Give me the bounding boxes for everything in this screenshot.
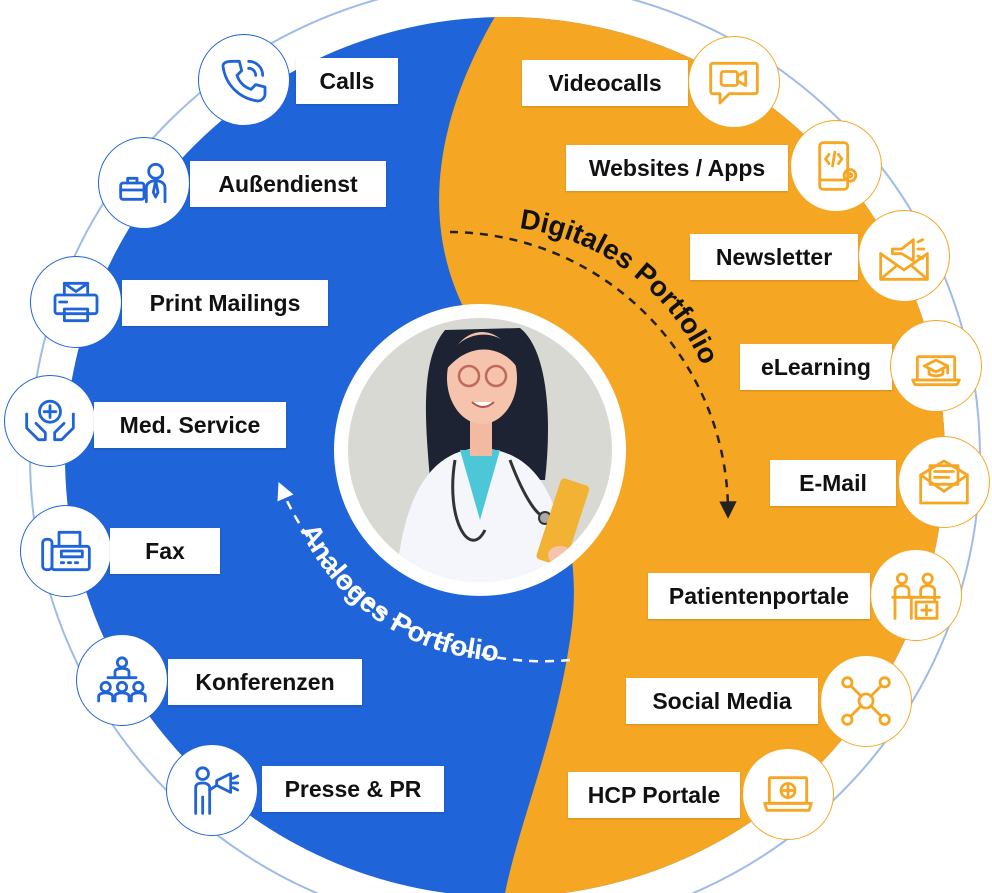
patient-portal-icon bbox=[870, 549, 962, 641]
medical-hands-icon bbox=[4, 375, 96, 467]
digital-item-videocalls: Videocalls bbox=[522, 60, 688, 106]
digital-item-email: E-Mail bbox=[770, 460, 896, 506]
analog-item-konferenzen: Konferenzen bbox=[168, 659, 362, 705]
digital-item-patientenportale: Patientenportale bbox=[648, 573, 870, 619]
elearning-laptop-icon bbox=[890, 320, 982, 412]
smartphone-code-icon bbox=[790, 120, 882, 212]
video-chat-icon bbox=[688, 36, 780, 128]
analog-item-fax: Fax bbox=[110, 528, 220, 574]
digital-item-social-media: Social Media bbox=[626, 678, 818, 724]
analog-item-calls: Calls bbox=[296, 58, 398, 104]
digital-item-newsletter: Newsletter bbox=[690, 234, 858, 280]
field-service-icon bbox=[98, 137, 190, 229]
printer-icon bbox=[30, 256, 122, 348]
network-icon bbox=[820, 655, 912, 747]
fax-icon bbox=[20, 505, 112, 597]
analog-item-med-service: Med. Service bbox=[94, 402, 286, 448]
analog-arrow bbox=[277, 481, 571, 663]
megaphone-person-icon bbox=[166, 744, 258, 836]
phone-icon bbox=[198, 34, 290, 126]
analog-item-aussendienst: Außendienst bbox=[190, 161, 386, 207]
digital-item-elearning: eLearning bbox=[740, 344, 892, 390]
analog-item-print-mailings: Print Mailings bbox=[122, 280, 328, 326]
digital-item-hcp-portale: HCP Portale bbox=[568, 772, 740, 818]
digital-item-websites-apps: Websites / Apps bbox=[566, 145, 788, 191]
newsletter-icon bbox=[858, 210, 950, 302]
digital-arrow bbox=[449, 230, 737, 519]
doctor-avatar bbox=[334, 304, 626, 596]
laptop-medical-icon bbox=[742, 748, 834, 840]
email-icon bbox=[898, 436, 990, 528]
conference-icon bbox=[76, 634, 168, 726]
analog-item-presse-pr: Presse & PR bbox=[262, 766, 444, 812]
